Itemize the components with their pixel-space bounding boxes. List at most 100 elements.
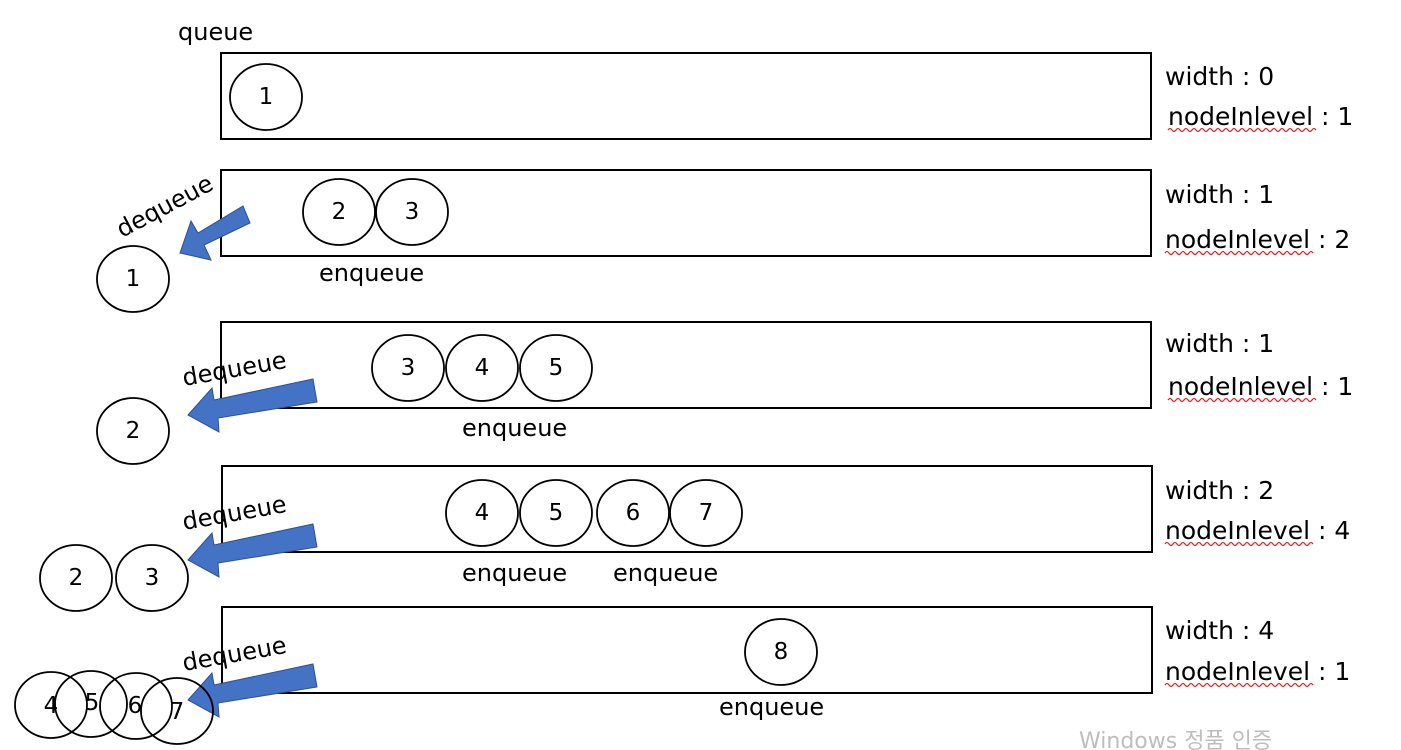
level-stat: nodeInlevel : 4 [1165,516,1350,545]
level-label: nodeInlevel [1165,516,1310,545]
node-label: 4 [475,500,490,526]
width-label: width [1165,329,1234,358]
queue-node: 4 [445,334,519,402]
level-label: nodeInlevel [1168,102,1313,131]
node-circle [445,334,519,402]
node-label: 1 [126,266,141,292]
dequeued-node: 3 [115,544,189,612]
dequeued-node: 1 [96,245,170,313]
width-value: 1 [1258,329,1274,358]
queue-node: 1 [229,63,303,131]
level-stat: nodeInlevel : 1 [1165,657,1350,686]
windows-activation-watermark: Windows 정품 인증 [1079,729,1272,750]
dequeued-node: 2 [39,544,113,612]
width-stat: width : 1 [1165,329,1274,358]
queue-node: 2 [302,178,376,246]
node-circle [519,479,593,547]
queue-node: 6 [596,479,670,547]
width-value: 4 [1258,616,1274,645]
queue-node: 3 [375,178,449,246]
spellcheck-underline [1164,682,1314,688]
node-label: 5 [549,355,564,381]
node-label: 3 [401,355,416,381]
level-value: 1 [1337,372,1353,401]
width-value: 1 [1258,180,1274,209]
enqueue-label: enqueue [613,559,718,587]
node-circle [99,672,173,740]
dequeued-node [54,670,128,738]
node-label: 5 [549,500,564,526]
diagram-title: queue [178,18,253,46]
queue-box-step-5 [221,606,1153,694]
node-label: 2 [69,565,84,591]
node-circle [445,479,519,547]
node-label: 2 [332,199,347,225]
node-circle [371,334,445,402]
spellcheck-underline [1167,127,1317,133]
node-circle [519,334,593,402]
queue-node: 5 [519,479,593,547]
dequeue-arrow [179,205,251,261]
enqueue-label: enqueue [462,414,567,442]
node-label: 4 [44,693,59,719]
queue-node: 8 [744,618,818,686]
width-label: width [1165,62,1234,91]
node-label: 3 [145,565,160,591]
node-circle [229,63,303,131]
queue-node: 7 [669,479,743,547]
node-label: 2 [126,418,141,444]
node-label: 5 [85,690,100,716]
dequeue-arrow [187,663,318,718]
dequeued-node [99,672,173,740]
width-label: width [1165,616,1234,645]
dequeued-node [140,677,214,745]
width-label: width [1165,476,1234,505]
enqueue-label: enqueue [462,559,567,587]
node-circle [96,245,170,313]
node-circle [140,677,214,745]
level-label: nodeInlevel [1165,657,1310,686]
node-circle [115,544,189,612]
level-stat: nodeInlevel : 2 [1165,225,1350,254]
node-circle [96,397,170,465]
queue-box-step-1 [220,52,1152,140]
width-stat: width : 4 [1165,616,1274,645]
width-stat: width : 2 [1165,476,1274,505]
queue-box-step-3 [220,321,1152,409]
width-value: 0 [1258,62,1274,91]
level-stat: nodeInlevel : 1 [1168,372,1353,401]
dequeued-node: 2 [96,397,170,465]
node-label: 6 [128,693,143,719]
queue-node: 4 [445,479,519,547]
node-circle [669,479,743,547]
node-circle [375,178,449,246]
level-value: 2 [1334,225,1350,254]
level-label: nodeInlevel [1168,372,1313,401]
level-value: 1 [1337,102,1353,131]
level-stat: nodeInlevel : 1 [1168,102,1353,131]
level-value: 1 [1334,657,1350,686]
node-circle [596,479,670,547]
width-label: width [1165,180,1234,209]
node-circle [14,671,88,739]
queue-node: 3 [371,334,445,402]
queue-node: 5 [519,334,593,402]
node-label: 4 [475,355,490,381]
dequeued-node [14,671,88,739]
node-circle [54,670,128,738]
enqueue-label: enqueue [719,693,824,721]
node-label: 3 [405,199,420,225]
node-label: 1 [259,84,274,110]
width-stat: width : 1 [1165,180,1274,209]
node-circle [39,544,113,612]
node-label: 7 [699,500,714,526]
node-label: 6 [626,500,641,526]
width-stat: width : 0 [1165,62,1274,91]
level-label: nodeInlevel [1165,225,1310,254]
dequeue-arrow [187,523,318,578]
node-label: 8 [774,639,789,665]
width-value: 2 [1258,476,1274,505]
node-circle [302,178,376,246]
spellcheck-underline [1164,250,1314,256]
